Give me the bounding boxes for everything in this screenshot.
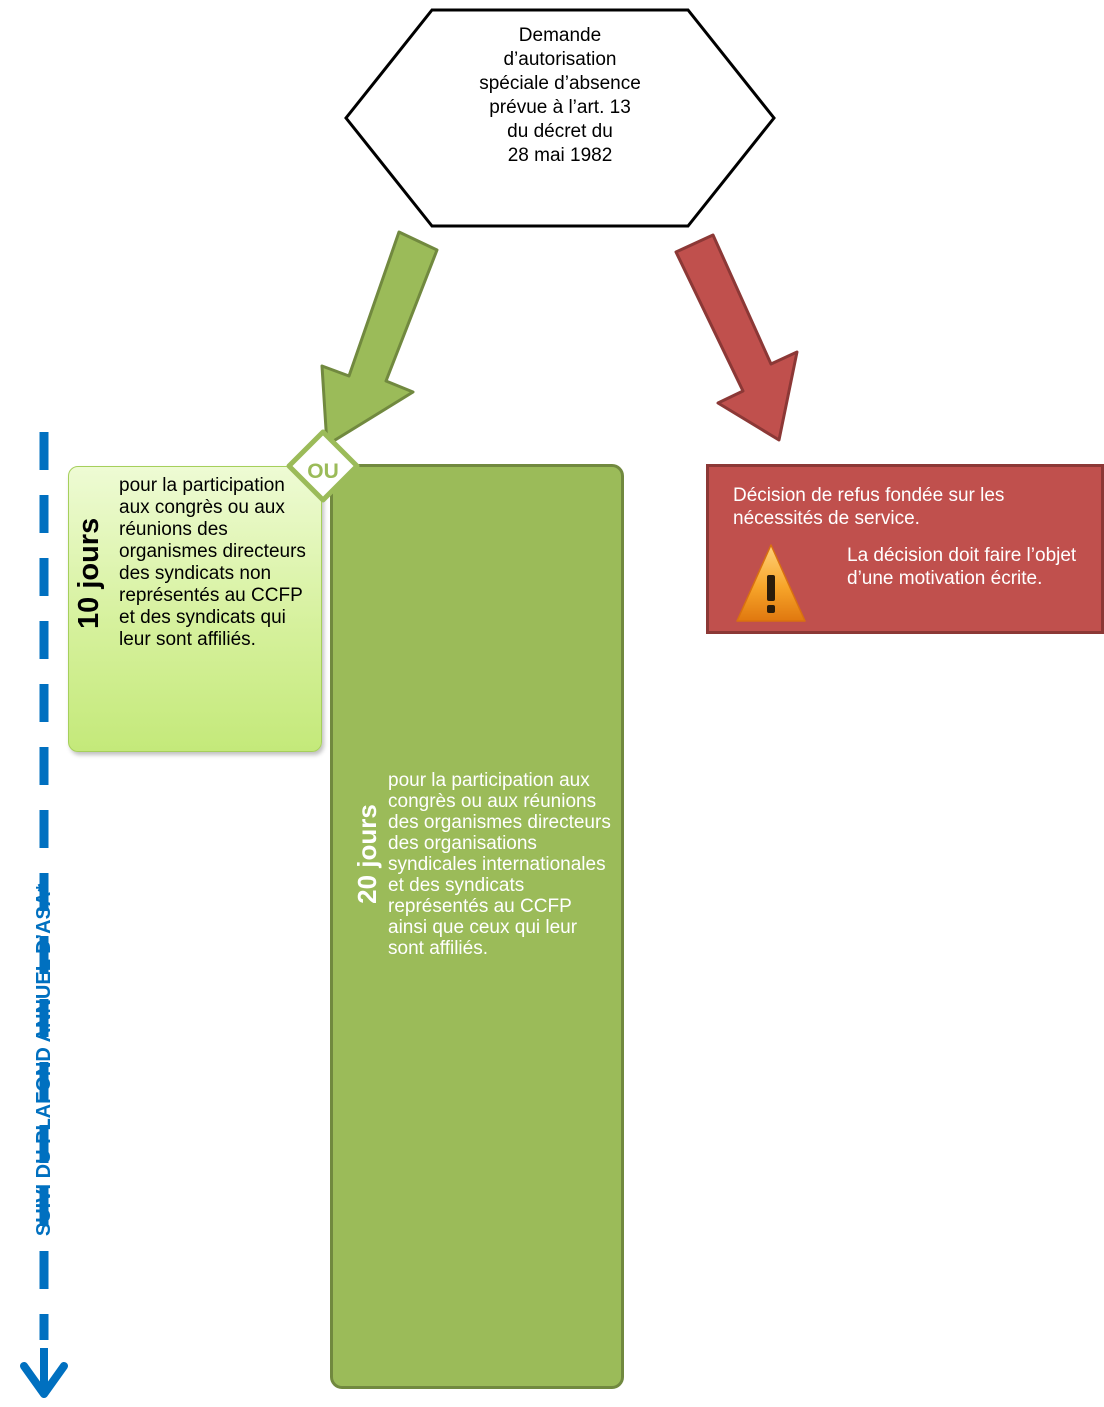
hexagon-line: spéciale d’absence: [479, 73, 641, 94]
refusal-text: Décision de refus fondée sur les nécessi…: [733, 485, 1005, 529]
or-connector-label: OU: [307, 460, 339, 483]
arrow-down-icon: [20, 1362, 68, 1398]
option-10-days-label: 10 jours: [73, 517, 105, 629]
option-20-days-box: 20 jours pour la participation aux congr…: [330, 464, 624, 1389]
warning-triangle-icon: [736, 544, 806, 622]
refusal-warning-text: La décision doit faire l’objet d’une mot…: [847, 545, 1077, 589]
option-20-description: pour la participation aux congrès ou aux…: [388, 770, 611, 959]
red-arrow: [674, 233, 799, 442]
hexagon-line: d’autorisation: [503, 49, 617, 70]
green-arrow: [320, 230, 439, 447]
hexagon-shape: [344, 8, 776, 228]
refusal-box: Décision de refus fondée sur les nécessi…: [706, 464, 1104, 634]
hexagon-line: Demande: [518, 25, 602, 46]
annual-ceiling-axis-label: SUIVI DU PLAFOND ANNUEL D’ASA*: [33, 883, 55, 1237]
hexagon-line: 28 mai 1982: [507, 145, 613, 166]
hexagon-line: prévue à l’art. 13: [489, 97, 631, 118]
option-10-description: pour la participation aux congrès ou aux…: [119, 475, 306, 650]
option-20-days-label: 20 jours: [352, 804, 382, 904]
hexagon-line: du décret du: [507, 121, 613, 142]
hexagon-text: Demande d’autorisation spéciale d’absenc…: [440, 24, 680, 168]
option-10-days-box: 10 jours pour la participation aux congr…: [68, 466, 322, 752]
